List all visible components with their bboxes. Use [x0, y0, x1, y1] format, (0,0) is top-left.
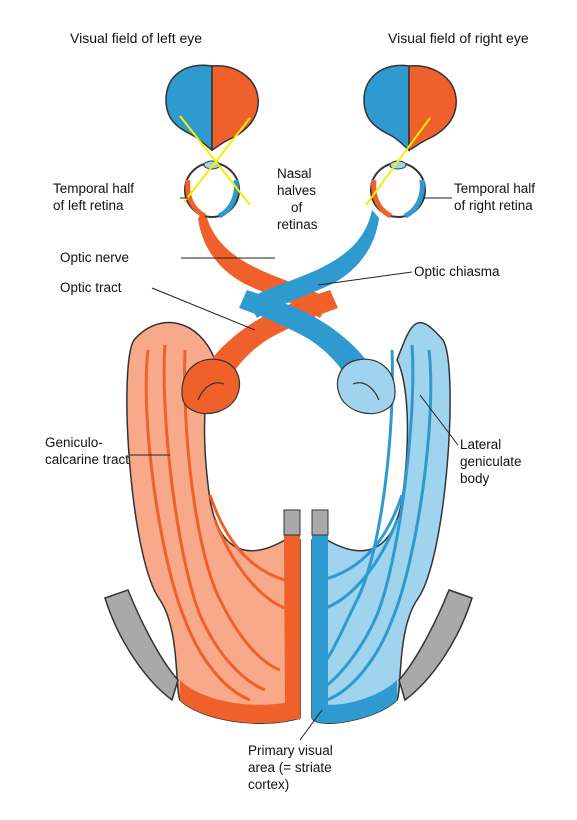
right-field-title: Visual field of right eye [388, 30, 529, 46]
svg-text:Geniculo-: Geniculo- [45, 435, 103, 450]
svg-text:Temporal half: Temporal half [53, 181, 134, 196]
svg-text:Lateral: Lateral [460, 437, 501, 452]
svg-text:of: of [291, 200, 303, 215]
optic-tract-label: Optic tract [60, 280, 122, 295]
svg-text:of right retina: of right retina [454, 198, 533, 213]
primary-visual-label: Primary visual area (= striate cortex) [248, 743, 333, 792]
optic-nerve-label: Optic nerve [60, 250, 129, 265]
svg-text:retinas: retinas [277, 217, 318, 232]
svg-text:body: body [460, 471, 490, 486]
svg-text:cortex): cortex) [248, 777, 289, 792]
temporal-right-label: Temporal half of right retina [454, 181, 535, 213]
temporal-left-label: Temporal half of left retina [53, 181, 134, 213]
svg-text:of left retina: of left retina [53, 198, 124, 213]
primary-visual-leader [300, 710, 322, 740]
left-visual-field [166, 65, 258, 150]
lateral-geniculate-label: Lateral geniculate body [460, 437, 522, 486]
svg-text:Nasal: Nasal [277, 166, 312, 181]
svg-text:geniculate: geniculate [460, 454, 522, 469]
svg-text:Primary visual: Primary visual [248, 743, 333, 758]
left-field-title: Visual field of left eye [70, 30, 202, 46]
optic-chiasma-label: Optic chiasma [414, 264, 500, 279]
svg-text:Temporal half: Temporal half [454, 181, 535, 196]
right-visual-field [364, 65, 456, 150]
svg-text:halves: halves [277, 183, 316, 198]
svg-text:calcarine tract: calcarine tract [45, 452, 129, 467]
svg-text:area (= striate: area (= striate [248, 760, 332, 775]
nasal-label: Nasal halves of retinas [277, 166, 318, 232]
geniculo-label: Geniculo- calcarine tract [45, 435, 129, 467]
